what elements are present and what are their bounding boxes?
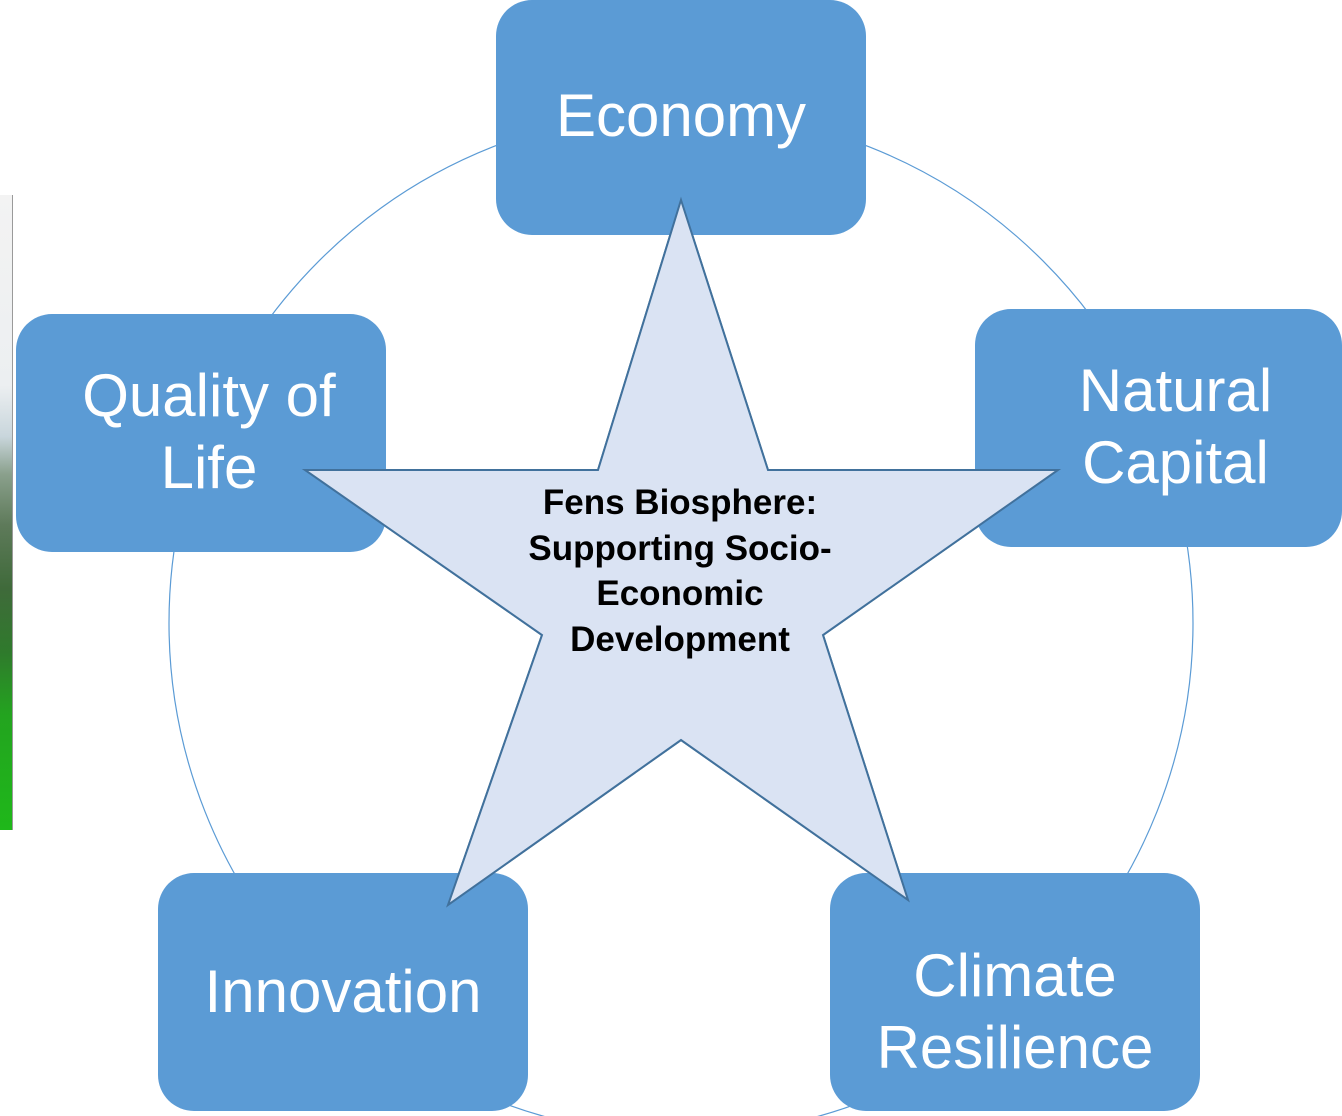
node-natural-capital: Natural Capital <box>975 309 1342 547</box>
background-photo-edge <box>0 195 13 830</box>
node-quality-of-life-label: Quality of Life <box>82 362 336 501</box>
node-innovation: Innovation <box>158 873 528 1111</box>
node-climate-resilience-label: Climate Resilience <box>876 942 1154 1081</box>
node-climate-resilience: Climate Resilience <box>830 873 1200 1111</box>
center-label: Fens Biosphere: Supporting Socio- Econom… <box>528 483 832 659</box>
node-natural-capital-label: Natural Capital <box>1078 357 1273 496</box>
node-economy-label: Economy <box>555 82 807 149</box>
node-economy: Economy <box>496 0 866 235</box>
node-innovation-label: Innovation <box>204 958 482 1025</box>
node-quality-of-life: Quality of Life <box>16 314 386 552</box>
